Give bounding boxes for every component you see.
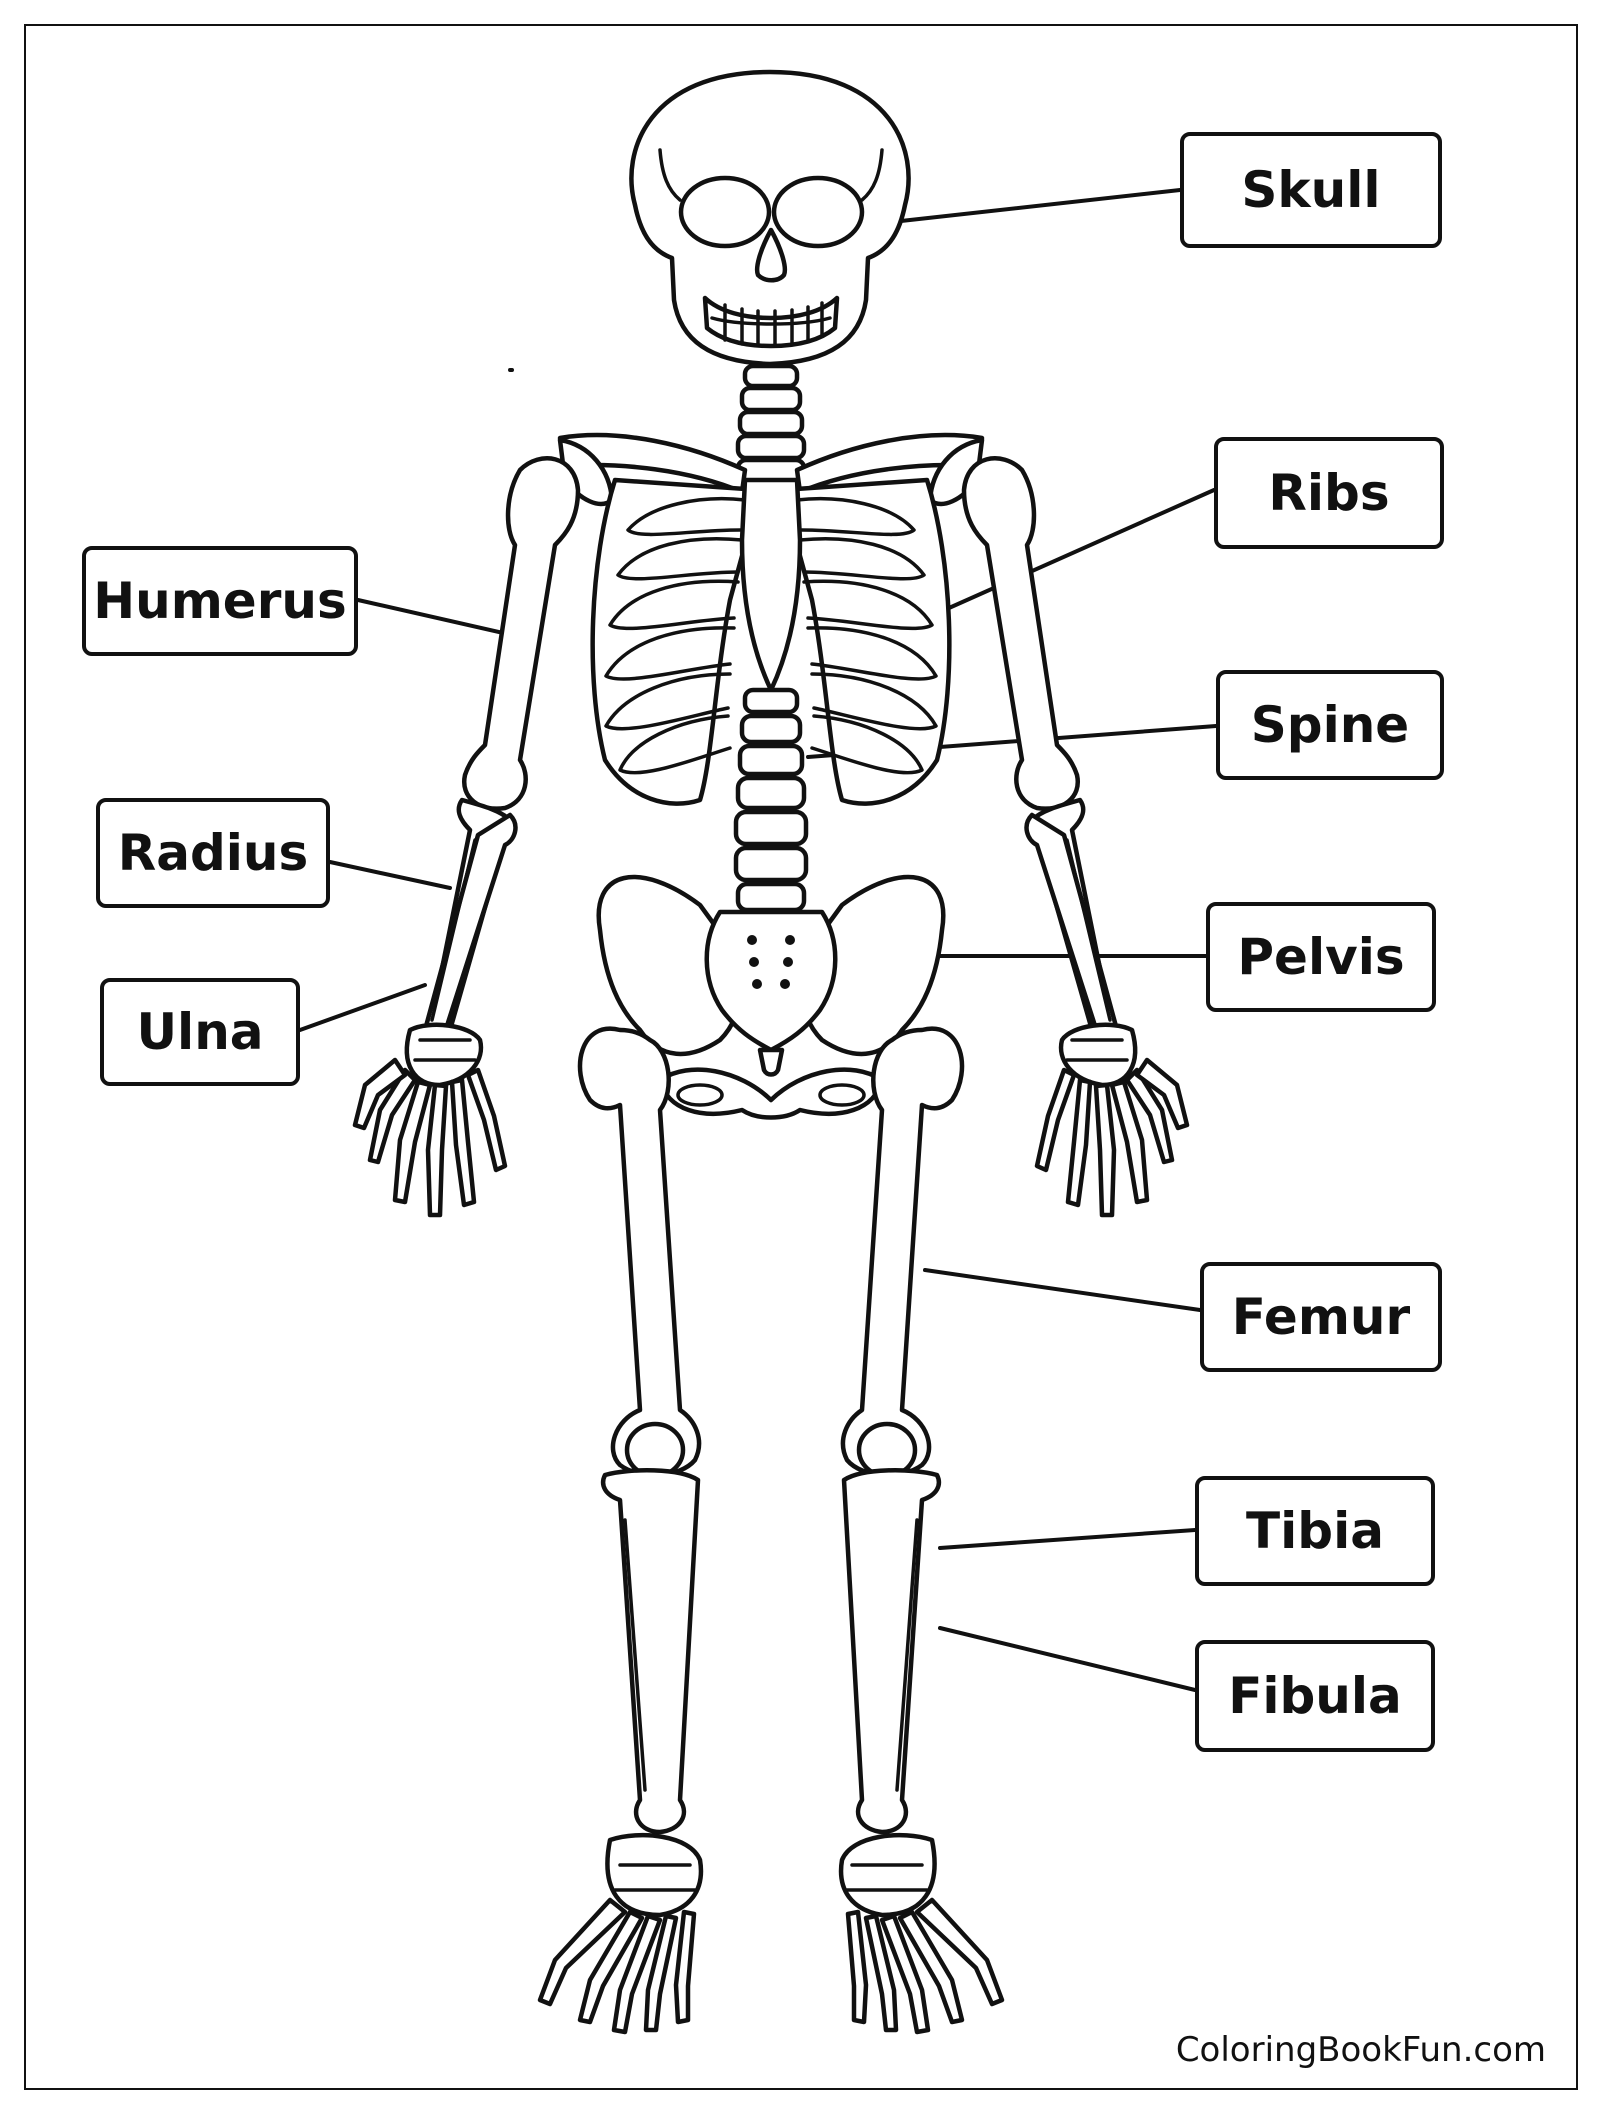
right-tibia	[841, 1468, 942, 1835]
label-tibia: Tibia	[1195, 1476, 1435, 1586]
pelvis	[596, 874, 946, 1120]
left-arm	[352, 456, 581, 1218]
label-humerus: Humerus	[82, 546, 358, 656]
neck-vertebrae	[735, 363, 807, 485]
leader-ribs	[938, 488, 1216, 614]
right-humerus	[961, 456, 1081, 811]
label-femur: Femur	[1200, 1262, 1442, 1372]
rib-cage	[590, 477, 952, 806]
leader-skull	[890, 188, 1182, 224]
leader-tibia	[938, 1528, 1197, 1550]
leader-fibula	[938, 1626, 1197, 1692]
label-spine: Spine	[1216, 670, 1444, 780]
label-ulna: Ulna	[100, 978, 300, 1086]
right-arm	[961, 456, 1190, 1218]
leader-humerus-line	[356, 598, 514, 637]
label-radius: Radius	[96, 798, 330, 908]
leader-lines	[298, 188, 1218, 1692]
label-skull: Skull	[1180, 132, 1442, 248]
label-fibula: Fibula	[1195, 1640, 1435, 1752]
spine	[733, 687, 809, 913]
sternum	[739, 477, 803, 693]
right-hand	[1034, 1022, 1190, 1218]
left-tibia	[600, 1468, 701, 1835]
left-hand	[352, 1022, 508, 1218]
right-leg	[838, 1026, 1005, 2035]
leader-ulna	[298, 983, 427, 1032]
leader-femur	[923, 1268, 1202, 1312]
label-ribs: Ribs	[1214, 437, 1444, 549]
label-pelvis: Pelvis	[1206, 902, 1436, 1012]
left-foot	[537, 1833, 704, 2035]
skull	[629, 69, 911, 367]
watermark: ColoringBookFun.com	[1175, 2030, 1546, 2070]
left-leg	[537, 1026, 704, 2035]
leader-radius	[328, 860, 452, 890]
left-humerus	[461, 456, 581, 811]
right-foot	[838, 1833, 1005, 2035]
